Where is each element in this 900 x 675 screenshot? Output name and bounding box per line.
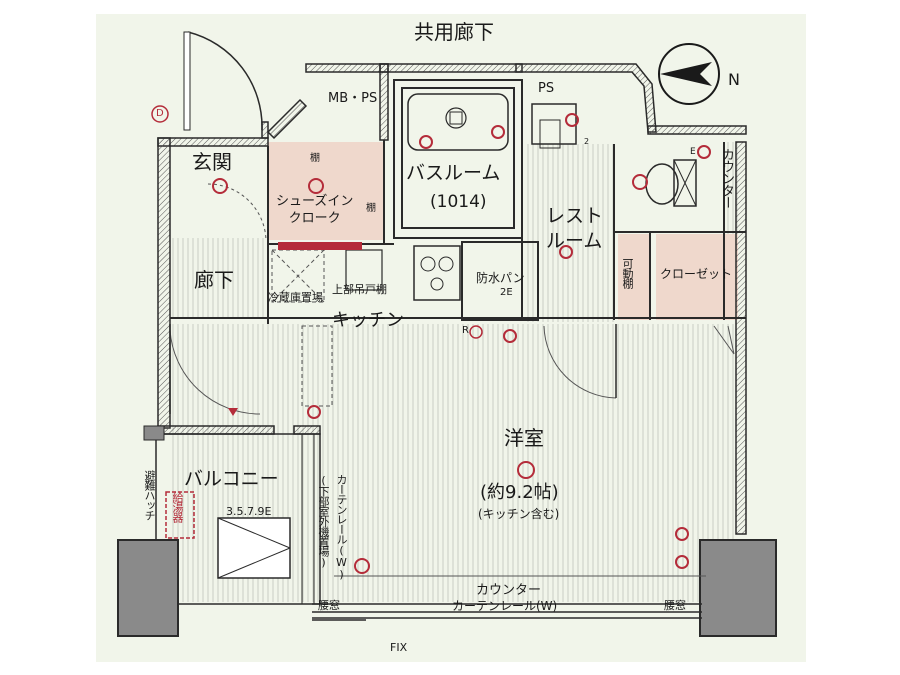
entrance-door	[183, 31, 263, 131]
corridor-label: 共用廊下	[414, 20, 494, 44]
balcony	[155, 433, 321, 605]
shoes-in-closet-fill	[268, 142, 384, 240]
symbol-e-label: E	[690, 147, 696, 157]
restroom-label: レスト ルーム	[546, 205, 604, 252]
ps-label: PS	[538, 81, 555, 96]
outdoor-unit-box	[217, 517, 291, 579]
stove	[413, 245, 461, 301]
balcony-label: バルコニー	[184, 468, 279, 490]
exterior-walls	[157, 63, 747, 535]
window-wall	[312, 603, 702, 621]
hallway-label: 廊下	[194, 268, 234, 292]
outdoor-unit-label: (下部室外機置場)	[317, 474, 330, 568]
red-marker	[278, 242, 362, 250]
waist-window-right-label: 腰窓	[664, 599, 686, 612]
counter-dashed	[301, 325, 333, 407]
fix-label: FIX	[390, 641, 408, 654]
curtain-rail-horizontal-label: カーテンレール(W)	[452, 599, 558, 613]
upper-cabinet-label: 上部吊戸棚	[332, 283, 387, 296]
pan-code-label: 2E	[500, 287, 513, 298]
kitchen-sink	[345, 249, 383, 291]
room-note-label: (キッチン含む)	[478, 507, 560, 521]
fridge-space	[271, 249, 325, 303]
hallway-door-swing	[169, 329, 261, 415]
pillar-left	[117, 539, 179, 637]
balcony-size-label: 3.5.7.9E	[226, 505, 272, 518]
genkan-label: 玄関	[192, 150, 232, 174]
toilet	[645, 163, 679, 205]
movable-shelf-label: 可動棚	[621, 258, 634, 288]
tana-top-label: 棚	[310, 153, 320, 164]
closet-door-swing	[543, 325, 617, 399]
counter-right-label: カウンター	[719, 148, 734, 208]
floor-plan-sheet: 共用廊下 MB・PS PS 玄関 棚 棚 シューズイン クローク バスルーム (…	[96, 14, 806, 662]
closet-label: クローゼット	[660, 267, 733, 281]
restroom-sink	[531, 103, 577, 145]
bathroom-label: バスルーム	[406, 162, 501, 184]
waist-window-left-label: 腰窓	[318, 599, 340, 612]
genkan-door-swing	[207, 183, 267, 241]
mbps-label: MB・PS	[328, 91, 378, 106]
tana-side-label: 棚	[366, 203, 376, 214]
symbol-2-label: 2	[584, 137, 590, 146]
counter-bottom-label: カウンター	[476, 583, 542, 598]
evac-hatch-label: 避難ハッチ	[143, 470, 156, 520]
western-room-label: 洋室	[504, 426, 544, 450]
shoes-in-closet-label: シューズイン クローク	[276, 194, 354, 226]
floor-plan	[117, 31, 777, 637]
curtain-rail-vertical-label: カーテンレール(W)	[335, 474, 348, 580]
bath-size-label: (1014)	[430, 192, 487, 212]
outlet-symbols	[212, 113, 711, 574]
entry-marker	[228, 408, 238, 416]
bath-drain	[445, 107, 467, 129]
symbol-r-label: R	[462, 325, 469, 336]
pillar-right	[699, 539, 777, 637]
circle-d	[151, 105, 169, 123]
north-label: N	[728, 70, 740, 89]
waterproof-pan-label: 防水パン	[476, 271, 525, 285]
fridge-place-label: 冷蔵庫置場	[268, 291, 323, 304]
symbol-d-label: D	[156, 108, 164, 119]
room-size-label: (約9.2帖)	[480, 482, 559, 503]
water-heater-label: 給湯器	[171, 492, 184, 522]
kitchen-label: キッチン	[332, 310, 404, 331]
bathtub	[407, 93, 509, 151]
movable-shelf-fill	[618, 234, 650, 320]
north-compass	[658, 43, 720, 105]
hallway-floor	[170, 238, 268, 318]
